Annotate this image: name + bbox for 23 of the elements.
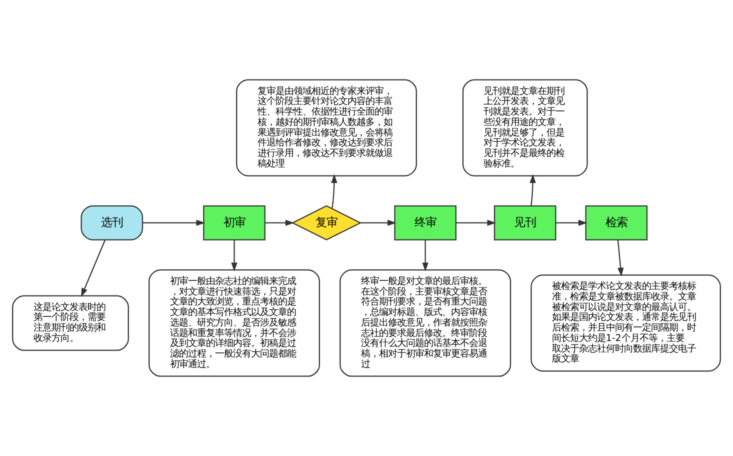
node-box: 终审一般是对文章的最后审核。在这个阶段，主要审核文章是否符合期刊要求，是否有重大问题，总编对标题、版式、内容审核后提出修改意见，作者就按照杂志社的要求最后修改。终审阶段没有什么大问题的话基本不会退稿，相对于初审和复审更容易通过: [340, 269, 512, 377]
arrow: [422, 240, 428, 272]
node-box: 终审: [394, 205, 456, 240]
arrow: [264, 220, 294, 226]
arrow: [142, 220, 206, 226]
arrow: [456, 220, 496, 226]
arrow: [530, 174, 536, 206]
node-box: 被检索是学术论文发表的主要考核标准，检索是文章被数据库收录。文章被检索可以说是对文章的最高认可。如果是国内论文发表，通常是先见刊后检索，并且中间有一定间隔期，时间长短大约是1-2个月不等，主要取决于杂志社何时向数据库提交电子版文章: [530, 274, 721, 372]
arrow: [231, 240, 238, 272]
node-box: 初审一般由杂志社的编辑来完成，对文章进行快速筛选，只是对文章的大致浏览，重点考核的是文章的基本写作格式以及文章的选题、研究方向、是否涉及敏感话题和重复率等情况，并不会涉及到文章的详细内容。初稿是过滤的过程，一般没有大问题都能初审通过。: [148, 269, 320, 377]
arrow: [617, 240, 624, 277]
arrow: [81, 240, 106, 298]
node-box: 复审是由领域相近的专家来评审，这个阶段主要针对论文内容的丰富性、科学性、依据性进行全面的审核，越好的期刊审稿人数越多，如果遇到评审提出修改意见，会将稿件退给作者修改，修改达到要求后进行录用，修改达不到要求就做退稿处理: [236, 79, 417, 176]
arrow: [556, 220, 588, 226]
node-box: 这是论文发表时的第一个阶段，需要注意期刊的级别和收录方向。: [12, 295, 129, 351]
node-box: 检索: [585, 205, 648, 240]
node-box: 初审: [203, 205, 266, 240]
arrow: [360, 220, 396, 226]
node-box: 选刊: [80, 205, 144, 240]
node-box: 见刊就是文章在期刊上公开发表，文章见刊就是发表。对于一些没有用途的文章，见刊就足够了，但是对于学术论文发表，见刊并不是最终的检验标准。: [462, 79, 588, 176]
node-box: 见刊: [494, 205, 556, 240]
arrow: [331, 174, 338, 208]
node-diamond: 复审: [291, 205, 362, 240]
